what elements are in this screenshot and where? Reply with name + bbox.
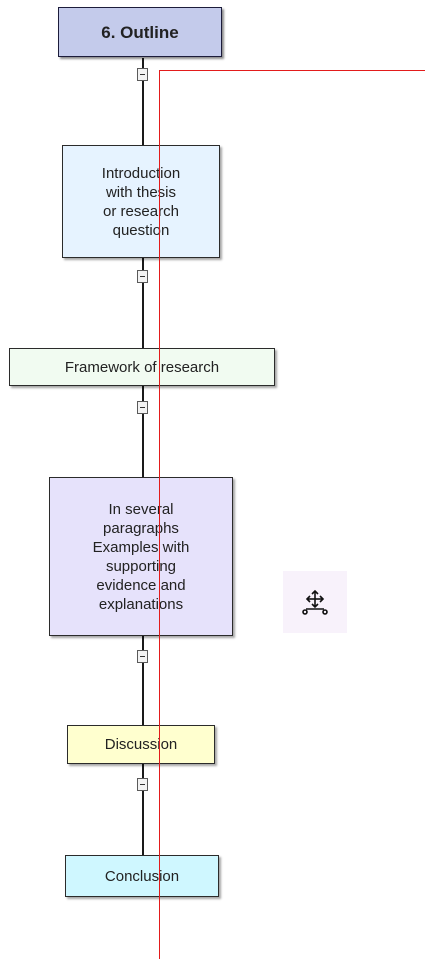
- node-label: In several paragraphs Examples with supp…: [92, 500, 190, 613]
- node-label: Introduction with thesis or research que…: [101, 164, 181, 239]
- node-label: Conclusion: [104, 867, 180, 885]
- connector-line: [142, 58, 144, 146]
- move-handle[interactable]: [283, 571, 347, 633]
- connector-line: [142, 764, 144, 855]
- move-arrows-icon: [302, 589, 328, 615]
- collapse-toggle-icon[interactable]: [137, 778, 148, 791]
- collapse-toggle-icon[interactable]: [137, 270, 148, 283]
- connector-line: [142, 258, 144, 348]
- node-framework[interactable]: Framework of research: [9, 348, 275, 386]
- node-discussion[interactable]: Discussion: [67, 725, 215, 764]
- node-label: Framework of research: [64, 358, 220, 376]
- alignment-guide-vertical: [159, 70, 160, 959]
- collapse-toggle-icon[interactable]: [137, 401, 148, 414]
- outline-title: 6. Outline: [101, 22, 179, 42]
- alignment-guide-horizontal: [159, 70, 425, 71]
- collapse-toggle-icon[interactable]: [137, 650, 148, 663]
- connector-line: [142, 386, 144, 478]
- outline-title-node[interactable]: 6. Outline: [58, 7, 222, 57]
- node-label: Discussion: [104, 736, 178, 753]
- node-conclusion[interactable]: Conclusion: [65, 855, 219, 897]
- node-body-paragraphs[interactable]: In several paragraphs Examples with supp…: [49, 477, 233, 636]
- node-introduction[interactable]: Introduction with thesis or research que…: [62, 145, 220, 258]
- collapse-toggle-icon[interactable]: [137, 68, 148, 81]
- connector-line: [142, 636, 144, 725]
